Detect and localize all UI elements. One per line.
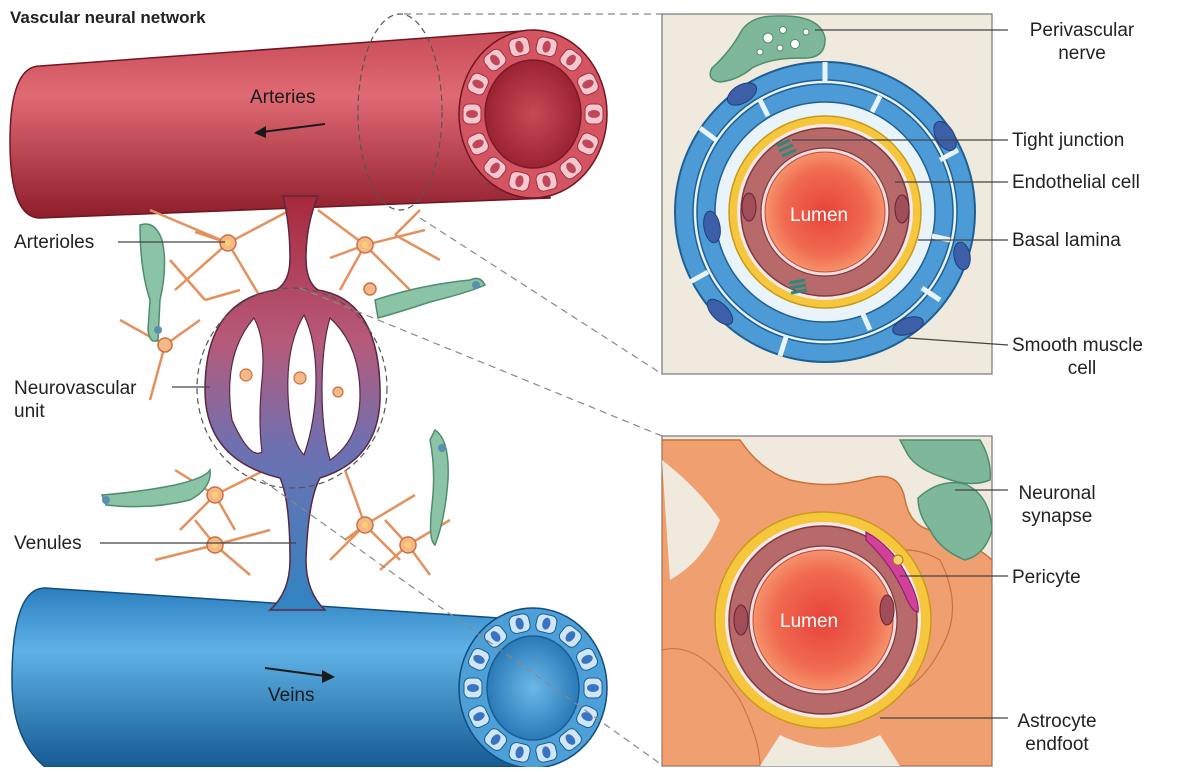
basal-lamina-label: Basal lamina <box>1012 229 1121 252</box>
wall-cell-nucleus <box>467 684 479 692</box>
arteries-label: Arteries <box>250 86 315 109</box>
veins-label: Veins <box>268 684 314 707</box>
page-title: Vascular neural network <box>10 8 206 28</box>
artery-vessel <box>10 30 607 218</box>
wall-cell-nucleus <box>588 110 600 118</box>
tight-junction-label: Tight junction <box>1012 129 1124 152</box>
top-lumen-label: Lumen <box>790 204 848 227</box>
arteriole-venule-stem <box>205 196 380 610</box>
bottom-lumen-label: Lumen <box>780 610 838 633</box>
top-inset <box>662 14 992 375</box>
bottom-inset <box>662 436 992 766</box>
perivascular-nerve-label-line1: Perivascular <box>1012 19 1152 42</box>
neurovascular-unit-label-line2: unit <box>14 400 45 423</box>
venules-label: Venules <box>14 532 82 555</box>
pericyte-label: Pericyte <box>1012 566 1081 589</box>
wall-cell-nucleus <box>587 684 599 692</box>
smooth-muscle-cell-label-line1: Smooth muscle <box>1012 334 1143 357</box>
endothelial-cell-label: Endothelial cell <box>1012 171 1140 194</box>
astrocyte-endfoot-label-line1: Astrocyte <box>1012 710 1102 733</box>
neuronal-synapse-label-line1: Neuronal <box>1012 482 1102 505</box>
neuronal-synapse-label-line2: synapse <box>1012 505 1102 528</box>
vein-vessel <box>12 588 607 767</box>
arterioles-label: Arterioles <box>14 231 94 254</box>
astrocyte-endfoot-label-line2: endfoot <box>1012 733 1102 756</box>
smooth-muscle-cell-label-line2: cell <box>1012 357 1152 380</box>
wall-cell-nucleus <box>466 110 478 118</box>
perivascular-nerve-label-line2: nerve <box>1012 42 1152 65</box>
neurovascular-unit-label-line1: Neurovascular <box>14 377 137 400</box>
